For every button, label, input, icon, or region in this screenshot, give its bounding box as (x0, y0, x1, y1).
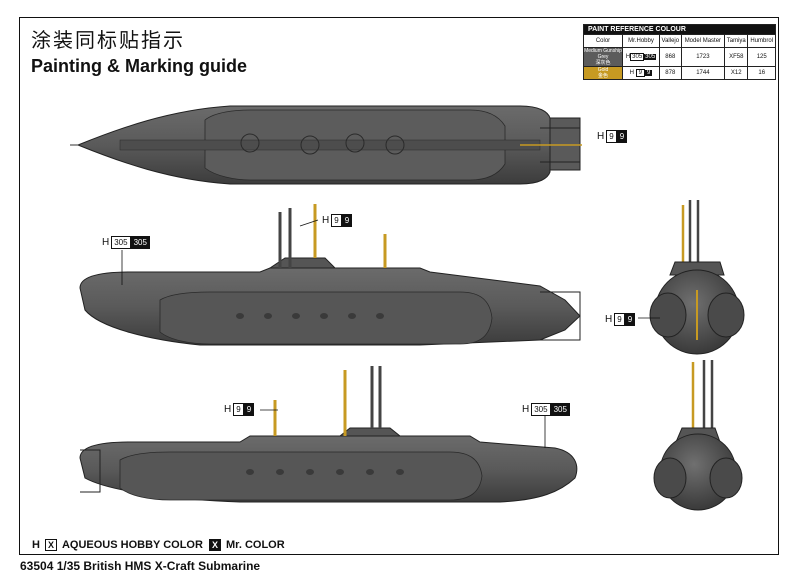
paint-reference-table: PAINT REFERENCE COLOUR Color Mr.Hobby Va… (583, 24, 776, 80)
col-humbrol: Humbrol (747, 34, 776, 48)
page-title: Painting & Marking guide (31, 56, 248, 76)
side-view-1-submarine (79, 204, 581, 346)
rear-view-submarine (653, 360, 743, 511)
aqueous-box-icon: X (44, 539, 57, 551)
top-view-submarine (70, 105, 582, 185)
humbrol-value: 16 (747, 66, 776, 80)
page-title-chinese: 涂装同标贴指示 (31, 28, 185, 52)
mr-color-box-icon: X (209, 539, 221, 551)
legend-mr-color: X Mr. COLOR (209, 539, 285, 551)
side-view-2-submarine (79, 366, 578, 503)
page-frame (19, 17, 779, 555)
legend-mr-label: Mr. COLOR (226, 539, 285, 551)
front-view-submarine (638, 200, 745, 355)
tamiya-value: X12 (724, 66, 749, 80)
legend-aqueous-label: AQUEOUS HOBBY COLOR (61, 539, 203, 551)
product-title: 63504 1/35 British HMS X-Craft Submarine (20, 559, 261, 573)
